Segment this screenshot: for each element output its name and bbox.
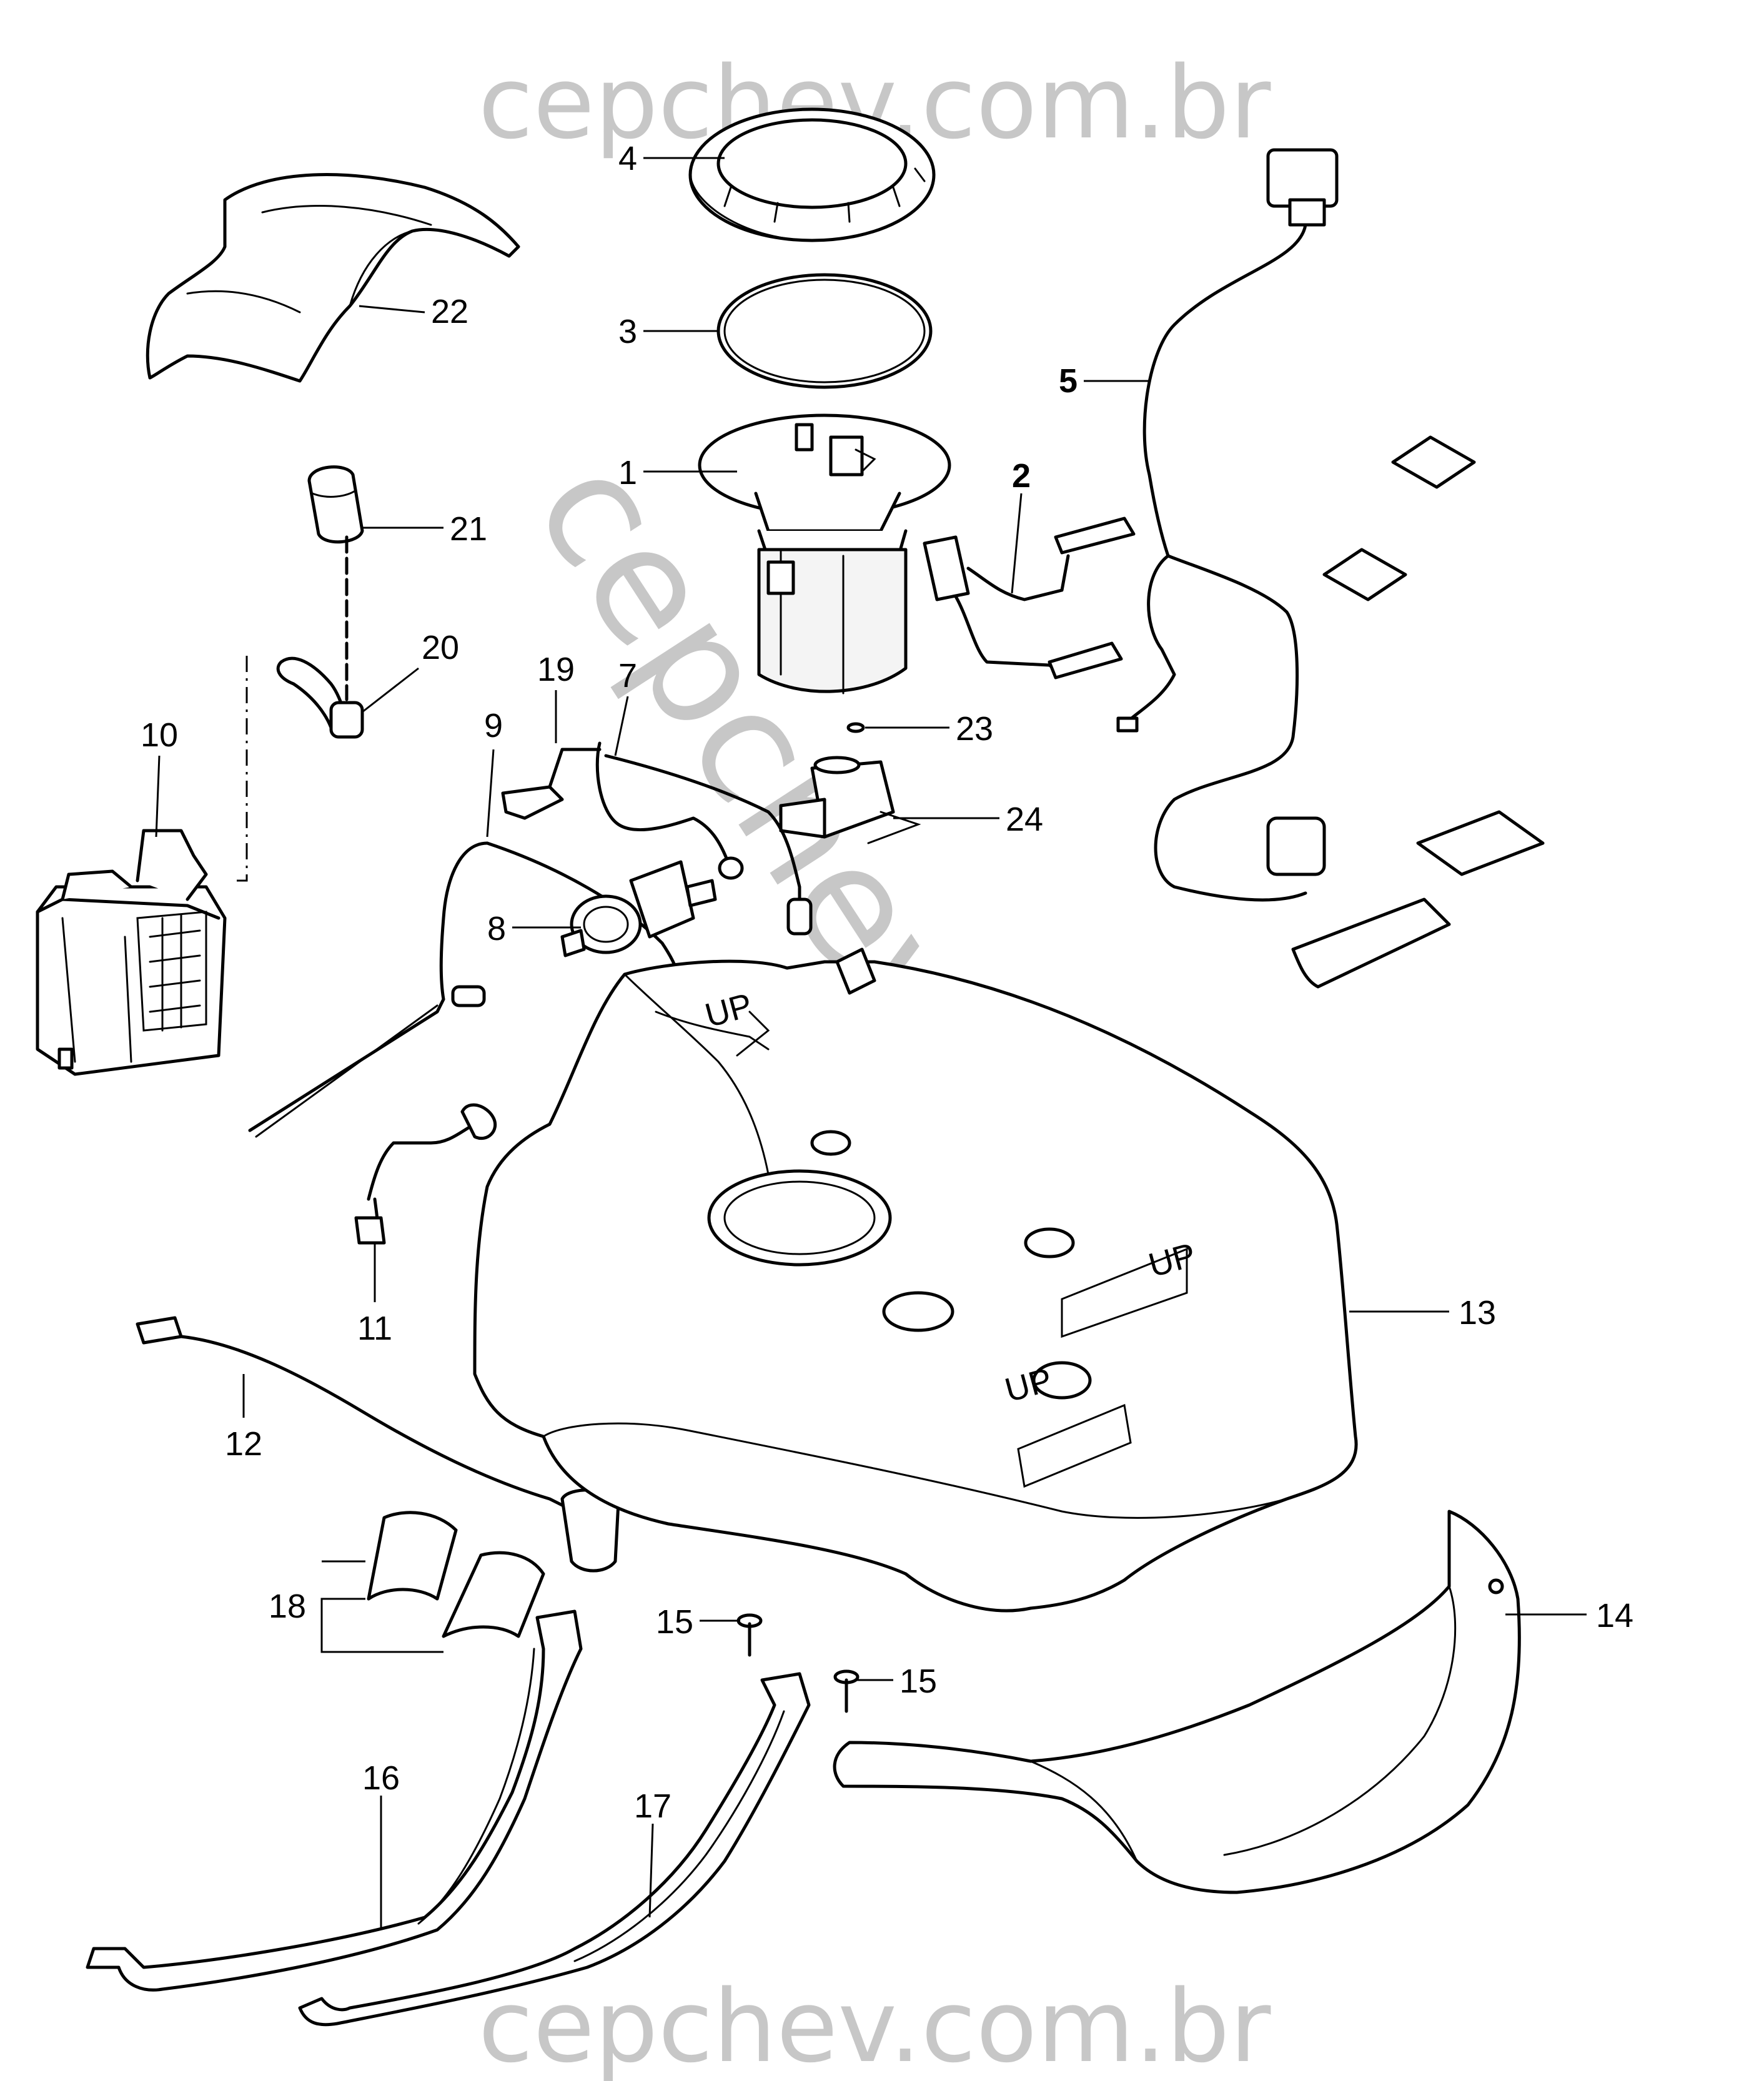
callout-1: 1 [618,454,637,492]
part-12-sensor-harness [136,1316,620,1573]
part-7-fuel-line [595,741,813,936]
callout-22: 22 [431,293,468,330]
leader-lines [155,157,1587,1930]
callout-10: 10 [141,716,178,754]
part-18-pads [367,1511,545,1638]
part-19-clip [501,748,602,820]
part-23-washer [846,722,865,733]
part-20-hose-elbow [276,535,364,739]
part-3-seal-ring [716,273,933,389]
callout-12: 12 [225,1425,262,1463]
callout-7: 7 [618,657,637,694]
callout-23: 23 [956,710,993,748]
callout-4: 4 [618,140,637,177]
foam-pads [1291,435,1545,989]
callout-15-b: 15 [899,1663,937,1700]
part-2-fuel-level-sender [923,517,1136,680]
callout-20: 20 [422,629,459,666]
callout-24: 24 [1006,801,1043,838]
callout-2: 2 [1012,457,1031,495]
vent-path-dashed [231,656,248,882]
part-24-bracket [779,756,921,844]
callout-19: 19 [537,651,575,688]
part-5-wiring-harness [1116,148,1339,902]
callout-15-a: 15 [656,1603,693,1641]
part-8-fuel-filter [560,860,717,957]
callout-9: 9 [484,707,503,744]
callout-11: 11 [357,1310,392,1347]
part-21-boot [307,465,364,544]
callout-8: 8 [487,910,506,947]
callout-16: 16 [362,1759,400,1797]
callout-17: 17 [634,1787,671,1825]
callout-3: 3 [618,313,637,350]
watermark-bottom: cepchev.com.br [478,1968,1271,2081]
callout-21: 21 [450,510,487,548]
part-22-heat-shield [146,173,520,383]
callout-13: 13 [1459,1294,1496,1332]
part-13-fuel-tank: UP UP UP [473,947,1358,1613]
callout-5: 5 [1059,362,1078,400]
part-14-underbody-shield [833,1510,1521,1894]
part-16-strap [86,1609,583,1992]
part-15-bolt-a [736,1613,763,1657]
part-10-evap-canister [36,829,227,1076]
part-15-bolt-b [833,1669,860,1713]
part-17-strap [298,1672,811,2027]
part-1-fuel-pump-module [698,413,951,694]
part-11-vent-line [354,1103,497,1245]
part-4-lock-ring [688,107,936,242]
callout-18: 18 [269,1588,306,1625]
callout-14: 14 [1596,1597,1633,1634]
